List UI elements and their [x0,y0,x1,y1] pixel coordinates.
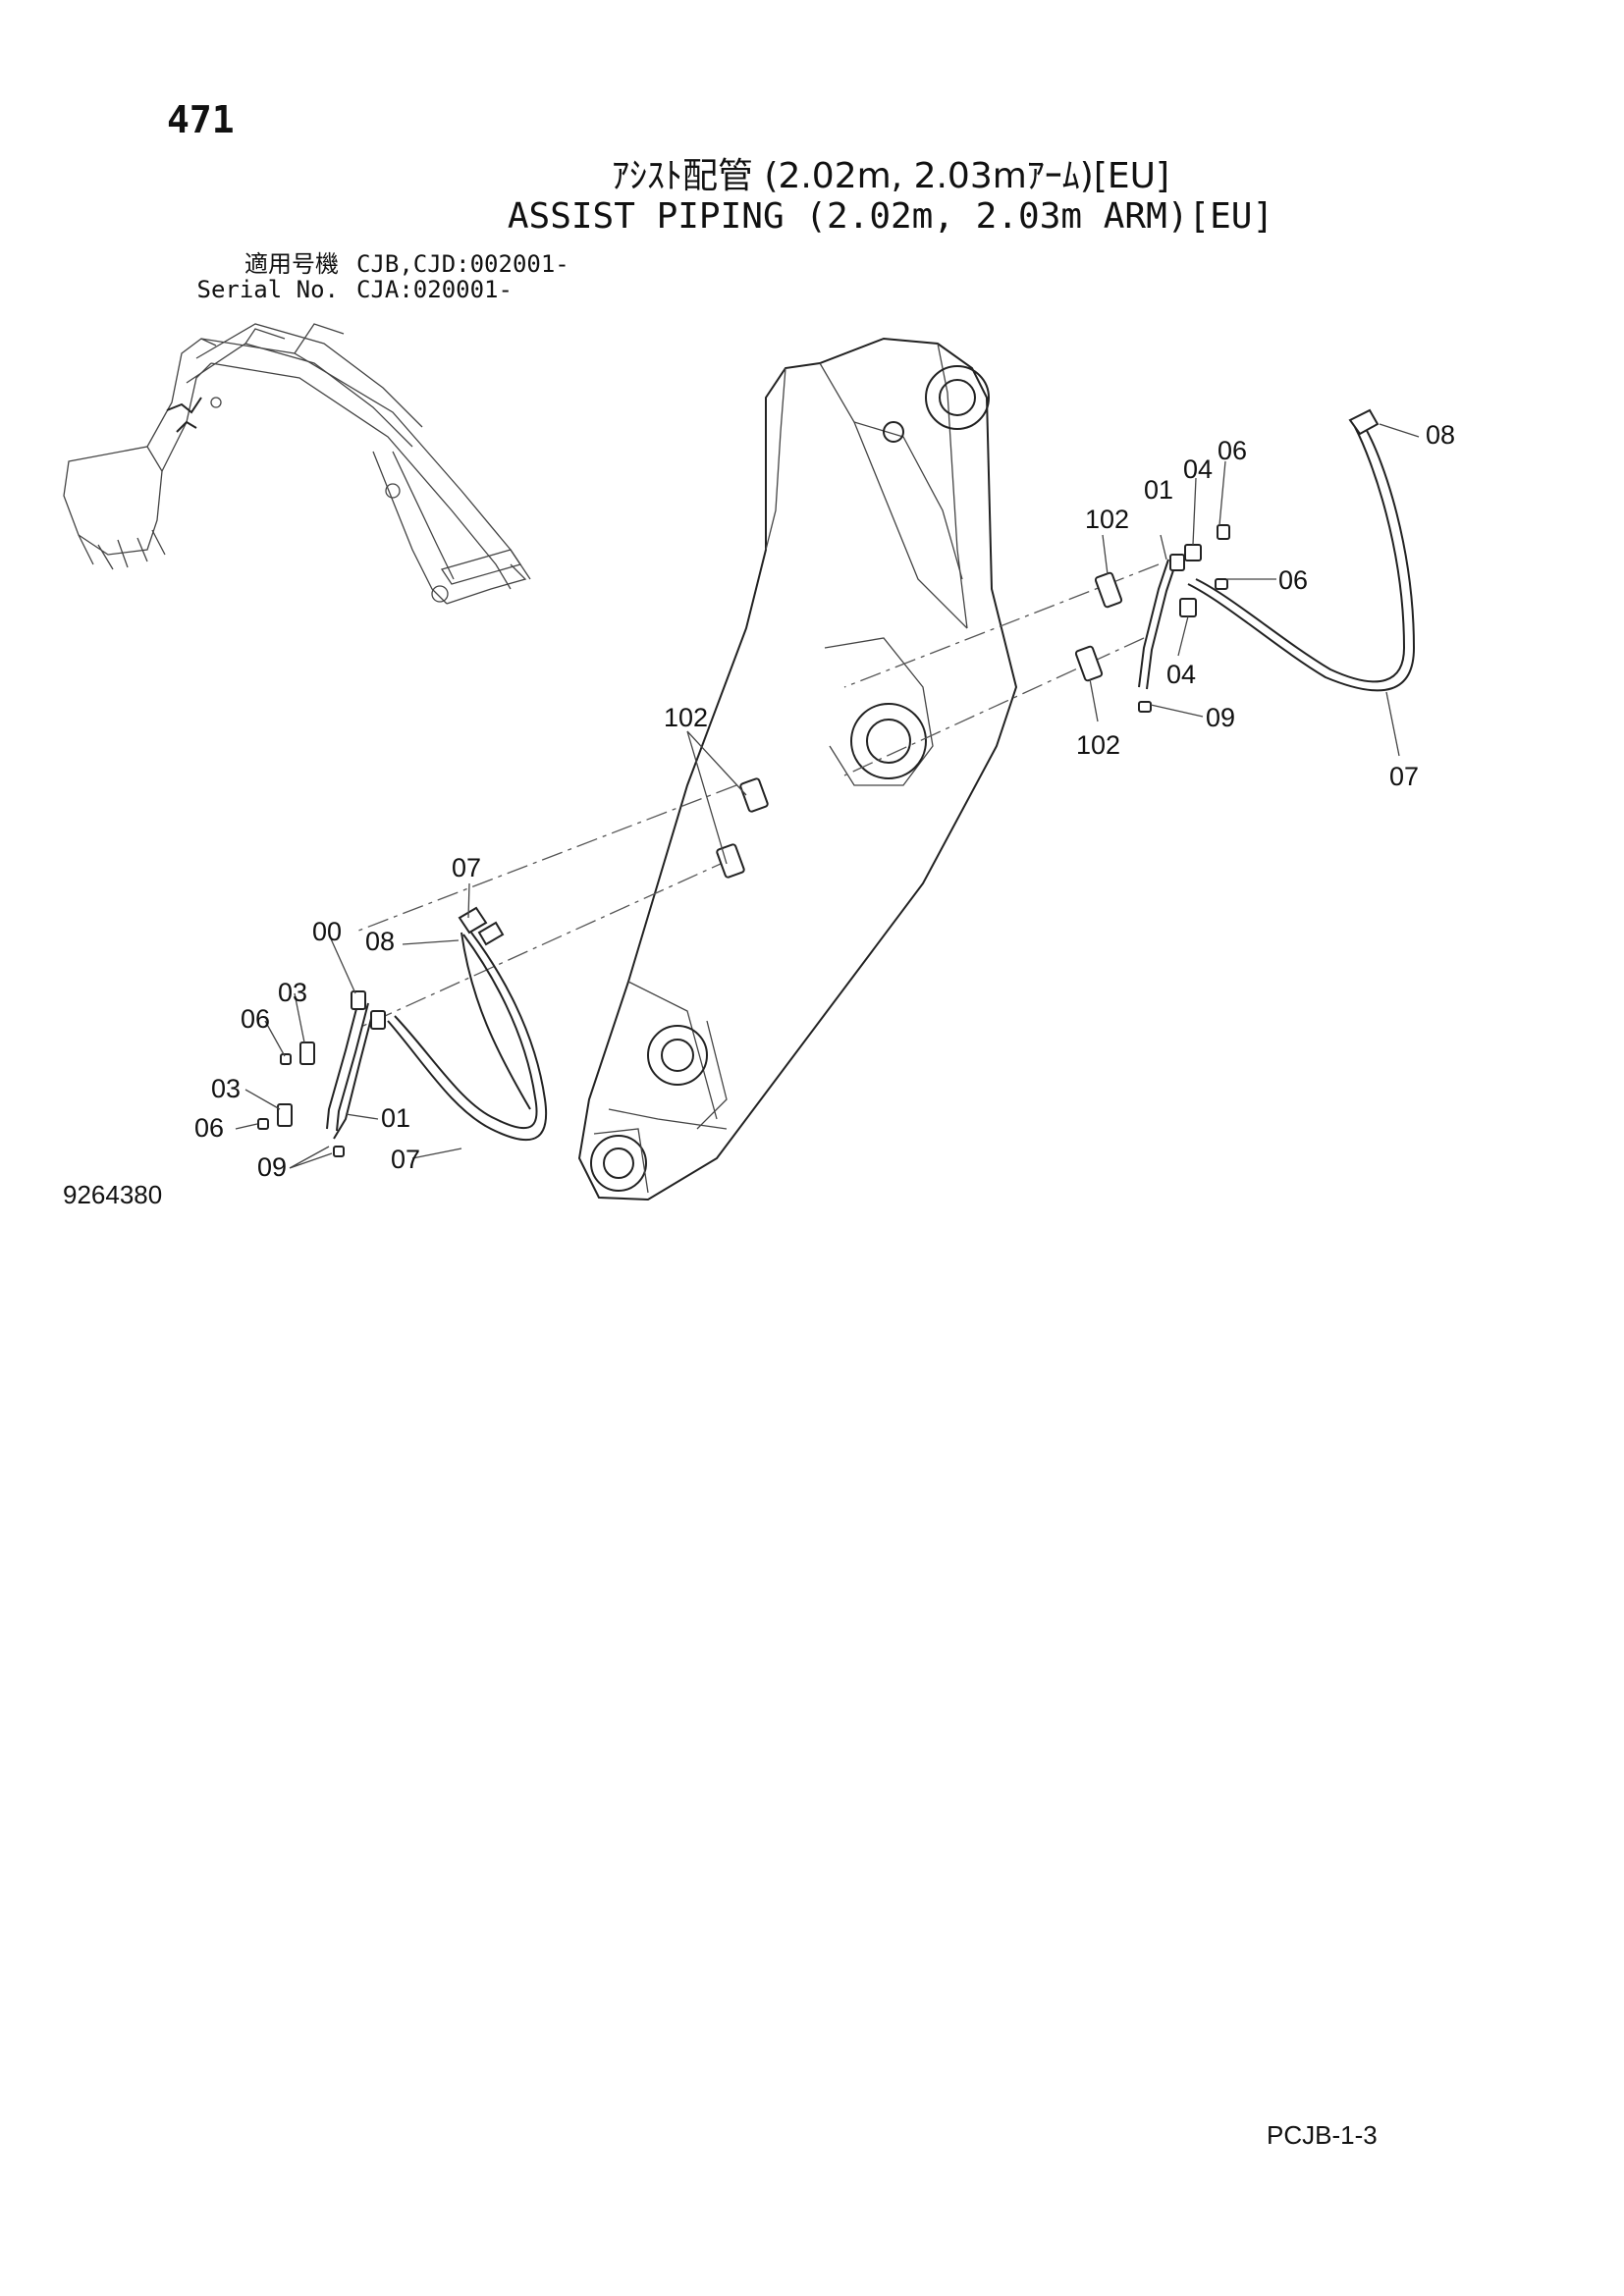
callout-03-upper: 03 [278,978,307,1007]
page-number: 471 [167,98,235,141]
callout-07-right: 07 [1389,762,1419,791]
callout-09-right: 09 [1206,703,1235,732]
callout-00: 00 [312,917,342,946]
callout-01-top: 01 [1144,475,1173,505]
serial-value-1: CJB,CJD:002001- [356,250,569,278]
callout-03-lower: 03 [211,1074,241,1103]
serial-label-en: Serial No. [196,276,340,303]
callout-07-top-left: 07 [452,853,481,882]
callout-08-left: 08 [365,927,395,956]
leader-lines [235,423,1420,1169]
callout-06-lower-left: 06 [194,1113,224,1143]
middle-clamps [716,777,769,879]
lower-piping-assembly [257,906,548,1157]
callout-04-top: 04 [1183,454,1213,484]
serial-value-2: CJA:020001- [356,276,513,303]
callout-06-top: 06 [1218,436,1247,465]
page-code: PCJB-1-3 [1267,2120,1378,2150]
callout-102-center: 102 [664,703,708,732]
callout-102-mid: 102 [1076,730,1120,760]
callout-08-right: 08 [1426,420,1455,450]
serial-label-jp: 適用号機 [244,250,339,278]
arm-structure [577,337,1018,1201]
callout-06-upper-left: 06 [241,1004,270,1034]
callout-07-lower: 07 [391,1145,420,1174]
callout-06-right: 06 [1278,565,1308,595]
callout-102-top: 102 [1085,505,1129,534]
excavator-overview-illustration [63,323,531,605]
callout-04-bottom: 04 [1166,660,1196,689]
callout-09-lower: 09 [257,1152,287,1182]
serial-applicability: 適用号機 CJB,CJD:002001- Serial No. CJA:020001… [157,251,569,302]
callout-labels: 102 01 04 06 08 06 04 09 102 07 102 07 0… [194,420,1455,1182]
title-english: ASSIST PIPING (2.02m, 2.03m ARM)[EU] [507,196,1274,237]
upper-piping-assembly [1074,408,1416,713]
serial-row-1: 適用号機 CJB,CJD:002001- [157,251,569,277]
title-japanese: ｱｼｽﾄ配管 (2.02m, 2.03mｱｰﾑ)[EU] [611,156,1170,196]
drawing-number: 9264380 [63,1180,163,1209]
serial-row-2: Serial No. CJA:020001- [157,277,569,302]
callout-01-lower: 01 [381,1103,410,1133]
